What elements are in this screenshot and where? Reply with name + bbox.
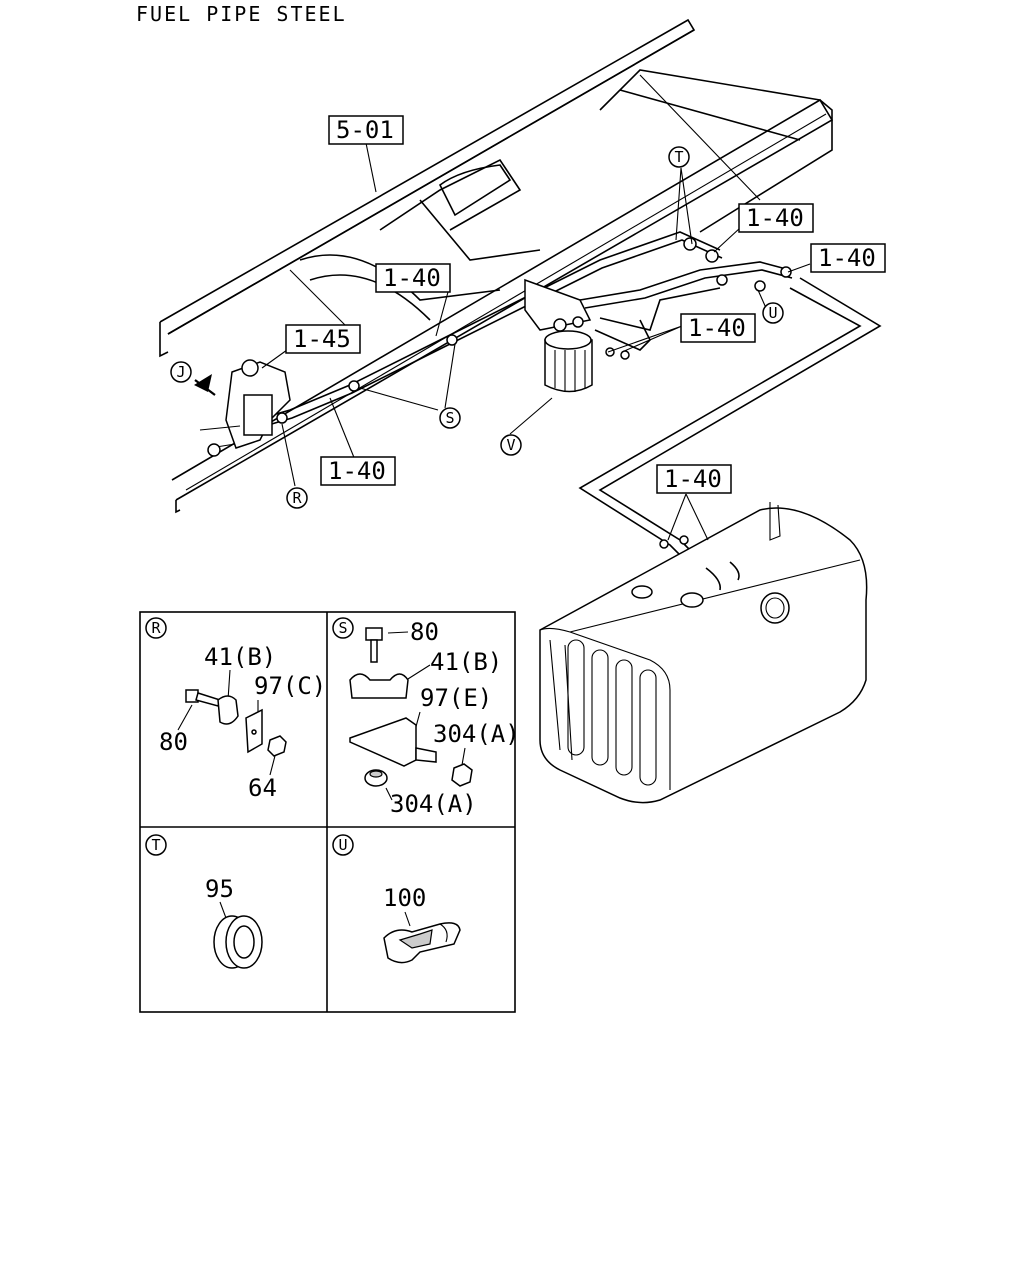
callout-pipe-right-mid: 1-40 xyxy=(680,313,756,343)
panel-s-clip-label: 41(B) xyxy=(430,648,502,676)
panel-s-stud xyxy=(415,747,437,763)
callout-frame: 5-01 xyxy=(328,115,404,145)
callout-frame-text: 5-01 xyxy=(336,116,394,144)
panel-s-marker: S xyxy=(338,619,347,637)
panel-u-marker: U xyxy=(338,836,347,854)
chassis-frame xyxy=(159,18,834,514)
panel-r-bolt-label: 80 xyxy=(159,728,188,756)
panel-r-nut xyxy=(267,735,287,757)
panel-s-bolt xyxy=(365,627,383,663)
callout-pipe-lower-left-text: 1-40 xyxy=(328,457,386,485)
panel-u-clip xyxy=(383,922,461,964)
marker-s-text: S xyxy=(445,409,454,427)
callout-pipe-tank-text: 1-40 xyxy=(664,465,722,493)
detail-panel-r: R 41(B) 97(C) 80 64 xyxy=(145,617,326,802)
marker-u: U xyxy=(762,302,784,324)
marker-t-text: T xyxy=(674,148,683,166)
callout-pipe-tank: 1-40 xyxy=(656,464,732,494)
panel-s-nut-right-label: 304(A) xyxy=(433,720,520,748)
callout-pump-text: 1-45 xyxy=(293,325,351,353)
panel-r-nut-label: 64 xyxy=(248,774,277,802)
panel-r-bolt xyxy=(185,689,221,707)
panel-s-bracket xyxy=(349,717,417,767)
fuel-pipes xyxy=(254,231,882,566)
callout-pipe-top-right-text: 1-40 xyxy=(746,204,804,232)
panel-r-marker: R xyxy=(151,619,161,637)
marker-j-text: J xyxy=(176,363,185,381)
injection-pump xyxy=(194,359,291,457)
page-title: FUEL PIPE STEEL xyxy=(136,2,347,26)
detail-grid xyxy=(139,611,516,1013)
callout-pipe-right-mid-text: 1-40 xyxy=(688,314,746,342)
panel-t-grommet xyxy=(213,915,263,969)
callout-pipe-upper-left: 1-40 xyxy=(375,263,451,293)
leader-lines xyxy=(261,142,811,541)
panel-u-clip-label: 100 xyxy=(383,884,426,912)
panel-t-grommet-label: 95 xyxy=(205,875,234,903)
callout-pipe-upper-left-text: 1-40 xyxy=(383,264,441,292)
panel-s-bolt-label: 80 xyxy=(410,618,439,646)
callout-pipe-lower-left: 1-40 xyxy=(320,456,396,486)
detail-panel-s: S 80 41(B) 97(E) 304(A) 304(A) xyxy=(332,617,520,818)
detail-panel-u: U 100 xyxy=(332,834,461,964)
panel-r-plate-label: 97(C) xyxy=(254,672,326,700)
detail-panel-t: T 95 xyxy=(145,834,263,969)
marker-t: T xyxy=(668,146,690,168)
panel-s-nut-right xyxy=(451,763,473,787)
panel-r-clip-label: 41(B) xyxy=(204,643,276,671)
marker-j: J xyxy=(170,361,192,383)
marker-v-text: V xyxy=(506,436,515,454)
marker-r: R xyxy=(286,487,308,509)
marker-r-text: R xyxy=(292,489,302,507)
callout-pipe-far-right: 1-40 xyxy=(810,243,886,273)
callout-pipe-top-right: 1-40 xyxy=(738,203,814,233)
fuel-tank xyxy=(539,502,868,804)
panel-t-marker: T xyxy=(151,836,160,854)
marker-v: V xyxy=(500,434,522,456)
panel-s-clip xyxy=(349,673,409,699)
panel-r-clip xyxy=(217,695,239,725)
fuel-filter xyxy=(524,278,593,393)
panel-s-nut-bottom-label: 304(A) xyxy=(390,790,477,818)
panel-s-bracket-label: 97(E) xyxy=(420,684,492,712)
marker-s: S xyxy=(439,407,461,429)
callout-pump: 1-45 xyxy=(285,324,361,354)
marker-u-text: U xyxy=(768,304,777,322)
callout-pipe-far-right-text: 1-40 xyxy=(818,244,876,272)
